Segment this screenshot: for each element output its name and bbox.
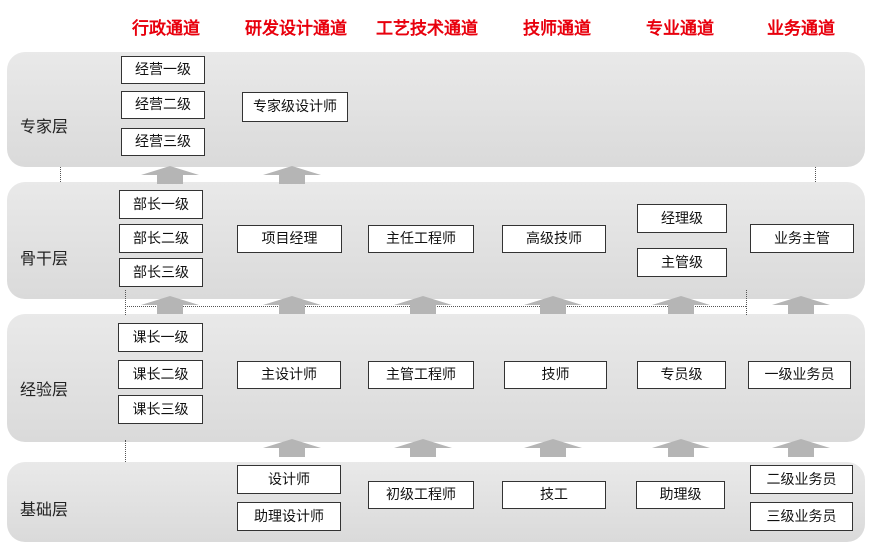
node-prof-experience: 专员级: [637, 361, 726, 389]
up-arrow: [394, 439, 452, 457]
node-admin-expert-1: 经营一级: [121, 56, 205, 84]
node-tech-experience: 技师: [504, 361, 607, 389]
guide-line: [60, 167, 61, 182]
node-admin-expert-2: 经营二级: [121, 91, 205, 119]
guide-line: [815, 167, 816, 182]
node-tech-foundation: 技工: [502, 481, 606, 509]
up-arrow: [524, 439, 582, 457]
up-arrow: [772, 439, 830, 457]
node-biz-foundation-2: 三级业务员: [750, 502, 853, 531]
node-admin-backbone-3: 部长三级: [119, 258, 203, 287]
node-admin-experience-1: 课长一级: [118, 323, 203, 352]
node-process-backbone: 主任工程师: [368, 225, 474, 253]
node-admin-experience-3: 课长三级: [118, 395, 203, 424]
guide-line: [125, 440, 126, 462]
node-biz-foundation-1: 二级业务员: [750, 465, 853, 494]
node-rd-foundation-1: 设计师: [237, 465, 341, 494]
node-admin-backbone-2: 部长二级: [119, 224, 203, 253]
node-rd-expert: 专家级设计师: [242, 92, 348, 122]
node-rd-backbone: 项目经理: [237, 225, 342, 253]
node-process-foundation: 初级工程师: [368, 481, 474, 509]
node-prof-foundation: 助理级: [636, 481, 725, 509]
up-arrow: [263, 439, 321, 457]
node-biz-experience: 一级业务员: [748, 361, 851, 389]
up-arrow: [141, 166, 199, 184]
guide-line: [746, 290, 747, 315]
node-process-experience: 主管工程师: [368, 361, 474, 389]
channel-header-tech: 技师通道: [523, 19, 591, 39]
up-arrow: [141, 296, 199, 314]
node-admin-experience-2: 课长二级: [118, 360, 203, 389]
channel-header-prof: 专业通道: [646, 19, 714, 39]
layer-label-experience: 经验层: [20, 380, 69, 399]
layer-label-expert: 专家层: [20, 117, 69, 136]
layer-label-backbone: 骨干层: [20, 249, 69, 268]
guide-line: [125, 290, 126, 315]
up-arrow: [263, 166, 321, 184]
node-rd-foundation-2: 助理设计师: [237, 502, 341, 531]
channel-header-rd: 研发设计通道: [245, 19, 347, 39]
node-admin-backbone-1: 部长一级: [119, 190, 203, 219]
node-biz-backbone: 业务主管: [750, 224, 854, 253]
node-prof-backbone-1: 经理级: [637, 204, 727, 233]
channel-header-biz: 业务通道: [767, 19, 835, 39]
up-arrow: [652, 439, 710, 457]
node-prof-backbone-2: 主管级: [637, 248, 727, 277]
node-rd-experience: 主设计师: [237, 361, 341, 389]
up-arrow: [263, 296, 321, 314]
up-arrow: [772, 296, 830, 314]
node-admin-expert-3: 经营三级: [121, 128, 205, 156]
channel-header-admin: 行政通道: [132, 19, 200, 39]
layer-label-foundation: 基础层: [20, 500, 69, 519]
up-arrow: [652, 296, 710, 314]
node-tech-backbone: 高级技师: [502, 225, 606, 253]
up-arrow: [394, 296, 452, 314]
channel-header-process: 工艺技术通道: [376, 19, 478, 39]
up-arrow: [524, 296, 582, 314]
